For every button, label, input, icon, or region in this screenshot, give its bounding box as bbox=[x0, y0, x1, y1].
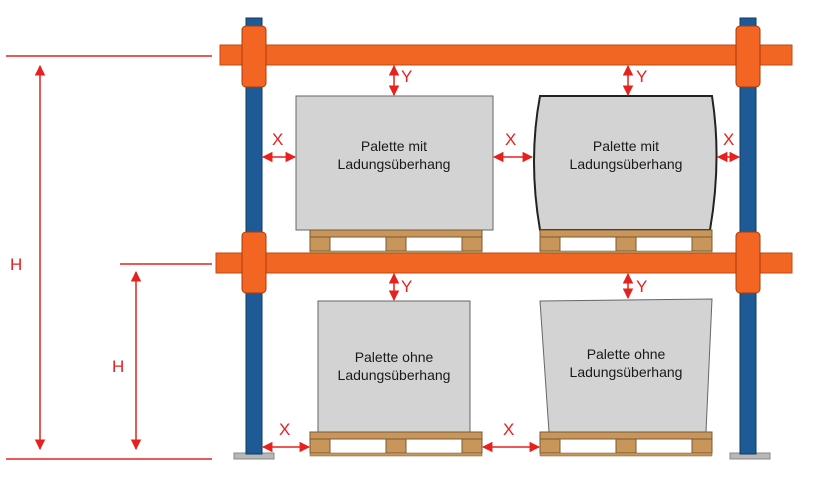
x-label-top-right: X bbox=[723, 130, 734, 149]
label-top-right-line2: Ladungsüberhang bbox=[570, 156, 683, 172]
y-label-top-left: Y bbox=[401, 67, 412, 86]
pallet-base-top-left bbox=[309, 229, 483, 254]
label-bottom-left-line2: Ladungsüberhang bbox=[338, 367, 451, 383]
connector-top-right bbox=[735, 25, 761, 88]
connector-top-left bbox=[241, 25, 267, 88]
label-bottom-left-line1: Palette ohne bbox=[355, 349, 434, 365]
label-bottom-right-line1: Palette ohne bbox=[587, 346, 666, 362]
x-label-top-left: X bbox=[272, 130, 283, 149]
label-top-left-line2: Ladungsüberhang bbox=[338, 156, 451, 172]
pallet-base-bottom-right bbox=[539, 431, 713, 457]
y-label-top-right: Y bbox=[636, 67, 647, 86]
y-label-bottom-right: Y bbox=[636, 277, 647, 296]
x-label-bottom-middle: X bbox=[503, 420, 514, 439]
x-label-bottom-left: X bbox=[279, 420, 290, 439]
x-label-top-middle: X bbox=[505, 130, 516, 149]
connector-middle-left bbox=[241, 231, 267, 294]
h-label-total: H bbox=[10, 255, 22, 274]
label-bottom-right-line2: Ladungsüberhang bbox=[570, 364, 683, 380]
load-bottom-left bbox=[317, 300, 471, 433]
pallet-base-bottom-left bbox=[309, 431, 483, 457]
load-top-left bbox=[295, 95, 494, 231]
label-top-right-line1: Palette mit bbox=[593, 138, 659, 154]
beam-middle bbox=[215, 252, 793, 274]
pallet-base-top-right bbox=[539, 229, 713, 254]
connector-middle-right bbox=[735, 231, 761, 294]
h-label-level: H bbox=[112, 357, 124, 376]
y-label-bottom-left: Y bbox=[401, 277, 412, 296]
label-top-left-line1: Palette mit bbox=[361, 138, 427, 154]
beam-top bbox=[219, 44, 793, 66]
